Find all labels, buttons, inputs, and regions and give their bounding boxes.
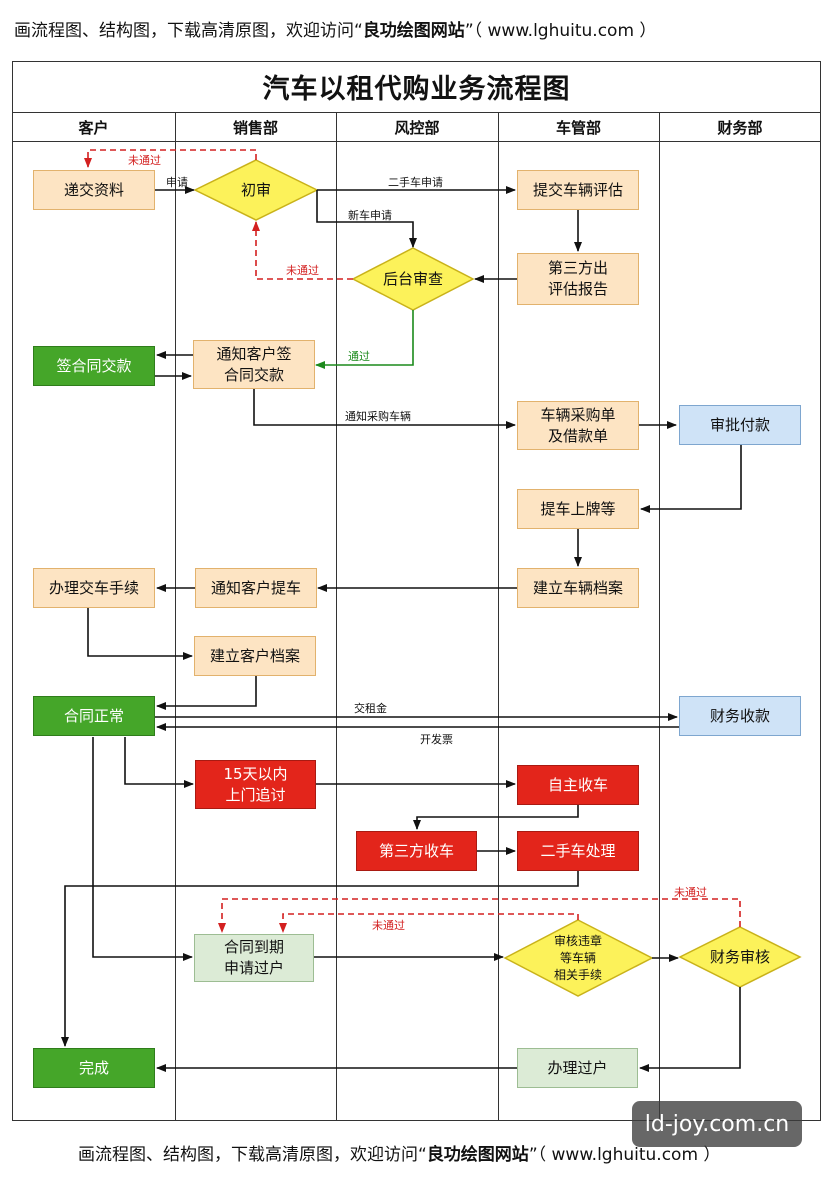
node-purchase-order: 车辆采购单 及借款单 [517, 401, 639, 450]
node-transfer: 办理过户 [517, 1048, 638, 1088]
node-approve-payment: 审批付款 [679, 405, 801, 445]
node-contract-expire: 合同到期 申请过户 [194, 934, 314, 982]
top-banner: 画流程图、结构图，下载高清原图，欢迎访问“良功绘图网站”（ www.lghuit… [14, 21, 657, 41]
lane-header-fleet: 车管部 [498, 113, 659, 142]
node-initial-review: 初审 [240, 180, 271, 199]
lane-header-customer: 客户 [12, 113, 175, 142]
node-delivery: 办理交车手续 [33, 568, 155, 608]
node-used-car: 二手车处理 [517, 831, 639, 871]
node-finance-review: 财务审核 [709, 947, 770, 966]
node-plates: 提车上牌等 [517, 489, 639, 529]
edge-label-apply: 申请 [166, 176, 188, 189]
node-sign-contract: 签合同交款 [33, 346, 155, 386]
lane-divider [498, 113, 499, 1121]
edge-label-fail: 未通过 [286, 264, 319, 277]
edge-label-used-apply: 二手车申请 [388, 176, 443, 189]
diagram-frame [12, 61, 821, 1121]
node-notify-pickup: 通知客户提车 [195, 568, 317, 608]
node-customer-file: 建立客户档案 [194, 636, 316, 676]
node-third-party-report: 第三方出 评估报告 [517, 253, 639, 305]
lane-divider [175, 113, 176, 1121]
node-third-repossess: 第三方收车 [356, 831, 477, 871]
watermark-badge: ld-joy.com.cn [632, 1101, 802, 1147]
node-complete: 完成 [33, 1048, 155, 1088]
node-contract-normal: 合同正常 [33, 696, 155, 736]
edge-label-fail: 未通过 [372, 919, 405, 932]
bottom-banner: 画流程图、结构图，下载高清原图，欢迎访问“良功绘图网站”（ www.lghuit… [78, 1145, 721, 1165]
edge-label-notify-purchase: 通知采购车辆 [345, 410, 411, 423]
edge-label-invoice: 开发票 [420, 733, 453, 746]
node-review-violation: 审核违章 等车辆 相关手续 [553, 933, 602, 982]
lane-divider [659, 113, 660, 1121]
node-submit-docs: 递交资料 [33, 170, 155, 210]
edge-label-fail: 未通过 [674, 886, 707, 899]
lane-header-sales: 销售部 [175, 113, 336, 142]
lane-header-finance: 财务部 [659, 113, 821, 142]
edge-label-new-apply: 新车申请 [348, 209, 392, 222]
review-violation-diamond [503, 919, 654, 997]
node-backend-review: 后台审查 [382, 269, 443, 288]
node-self-repossess: 自主收车 [517, 765, 639, 805]
node-visit-15-days: 15天以内 上门追讨 [195, 760, 316, 809]
lane-divider [336, 113, 337, 1121]
node-vehicle-file: 建立车辆档案 [517, 568, 639, 608]
initial-review-diamond [193, 159, 319, 221]
edge-label-fail: 未通过 [128, 154, 161, 167]
edge-label-pass: 通过 [348, 350, 370, 363]
edge-label-rent: 交租金 [354, 702, 387, 715]
node-finance-collect: 财务收款 [679, 696, 801, 736]
diagram-title: 汽车以租代购业务流程图 [12, 61, 821, 113]
lane-header-risk: 风控部 [336, 113, 498, 142]
node-vehicle-eval: 提交车辆评估 [517, 170, 639, 210]
node-notify-sign: 通知客户签 合同交款 [193, 340, 315, 389]
